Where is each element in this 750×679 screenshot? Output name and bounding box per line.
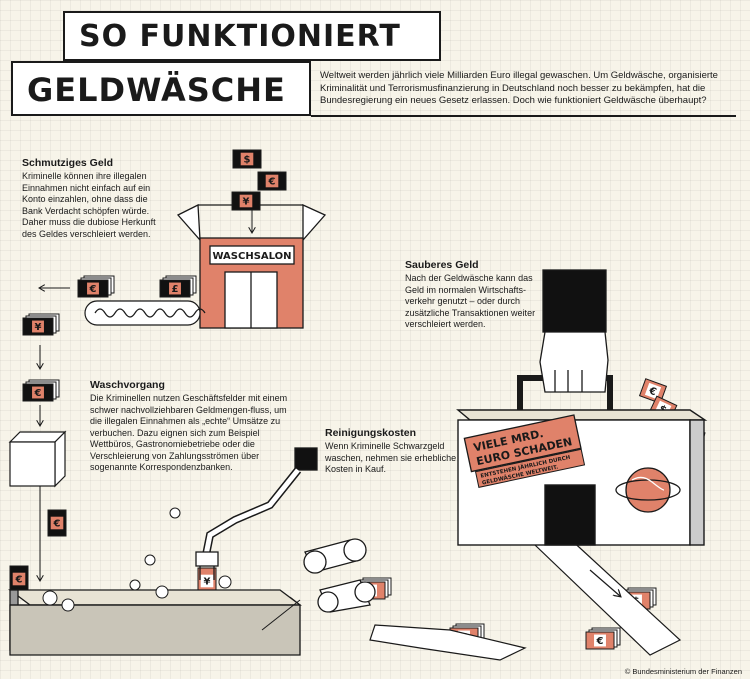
intro-text: Weltweit werden jährlich viele Milliarde… (320, 70, 718, 106)
euro-bill: € (47, 509, 67, 537)
bill-emblem (32, 386, 44, 399)
euro-bill: € (9, 565, 29, 593)
bill-emblem (169, 282, 181, 295)
step-clean-money: Sauberes Geld Nach der Geldwäsche kann d… (405, 259, 543, 331)
euro-bill: € (77, 275, 115, 298)
bubbles (42, 507, 232, 612)
step-title: Sauberes Geld (405, 259, 479, 271)
euro-bill: € (585, 627, 621, 650)
dollar-symbol: $ (244, 155, 251, 166)
dollar-bill: $ (232, 149, 262, 169)
hand (539, 269, 609, 393)
title-underline (311, 115, 736, 117)
step-text: Nach der Geldwäsche kann das Geld im nor… (405, 273, 536, 329)
damage-label: VIELE MRD. EURO SCHADEN ENTSTEHEN JÄHRLI… (463, 414, 586, 488)
step-text: Wenn Kriminelle Schwarzgeld waschen, neh… (325, 441, 457, 474)
step-washing: Waschvorgang Die Kriminellen nutzen Gesc… (90, 379, 290, 474)
yen-bill: ¥ (231, 191, 261, 211)
bill-emblem (50, 516, 64, 530)
pound-symbol: £ (172, 284, 179, 295)
white-box (8, 430, 67, 488)
euro-symbol: € (15, 575, 23, 586)
bill-emblem (240, 152, 254, 166)
euro-symbol: € (34, 388, 42, 399)
conveyor-belt (84, 300, 206, 326)
page-title-line1: SO FUNKTIONIERT (63, 11, 441, 61)
flow-arrows (40, 210, 252, 580)
laundromat-sign: WASCHSALON (212, 251, 291, 262)
step-text: Die Kriminellen nutzen Geschäftsfelder m… (90, 393, 288, 472)
yen-bill: ¥ (22, 313, 60, 336)
euro-symbol: € (268, 177, 276, 188)
euro-bill: € (257, 171, 287, 191)
step-cleaning-costs: Reinigungskosten Wenn Kriminelle Schwarz… (325, 427, 465, 476)
bill-emblem (200, 574, 214, 588)
bill-emblem (594, 634, 606, 647)
euro-bill: € (638, 378, 668, 404)
laundromat-building (176, 203, 327, 329)
euro-symbol: € (89, 284, 97, 295)
globe-sticker (615, 467, 681, 513)
copyright-note: © Bundesministerium der Finanzen (624, 667, 742, 676)
euro-symbol: € (647, 385, 658, 398)
step-title: Waschvorgang (90, 379, 165, 391)
step-text: Kriminelle können ihre illegalen Einnahm… (22, 171, 156, 239)
yen-symbol: ¥ (204, 577, 211, 588)
pound-bill: £ (159, 275, 197, 298)
bill-emblem (239, 194, 253, 208)
step-title: Reinigungskosten (325, 427, 417, 439)
euro-bill: € (22, 379, 60, 402)
step-title: Schmutziges Geld (22, 157, 114, 169)
yen-symbol: ¥ (35, 322, 42, 333)
yen-symbol: ¥ (243, 197, 250, 208)
bill-emblem (87, 282, 99, 295)
page-title-line2: GELDWÄSCHE (11, 61, 311, 116)
robotic-arm (195, 447, 318, 580)
euro-symbol: € (53, 519, 61, 530)
washing-tub (8, 589, 302, 656)
bill-emblem (644, 382, 662, 400)
bill-emblem (265, 174, 279, 188)
rollers (261, 538, 376, 631)
step-dirty-money: Schmutziges Geld Kriminelle können ihre … (22, 157, 167, 240)
bill-emblem (12, 572, 26, 586)
bill-emblem (32, 320, 44, 333)
euro-symbol: € (596, 636, 604, 647)
